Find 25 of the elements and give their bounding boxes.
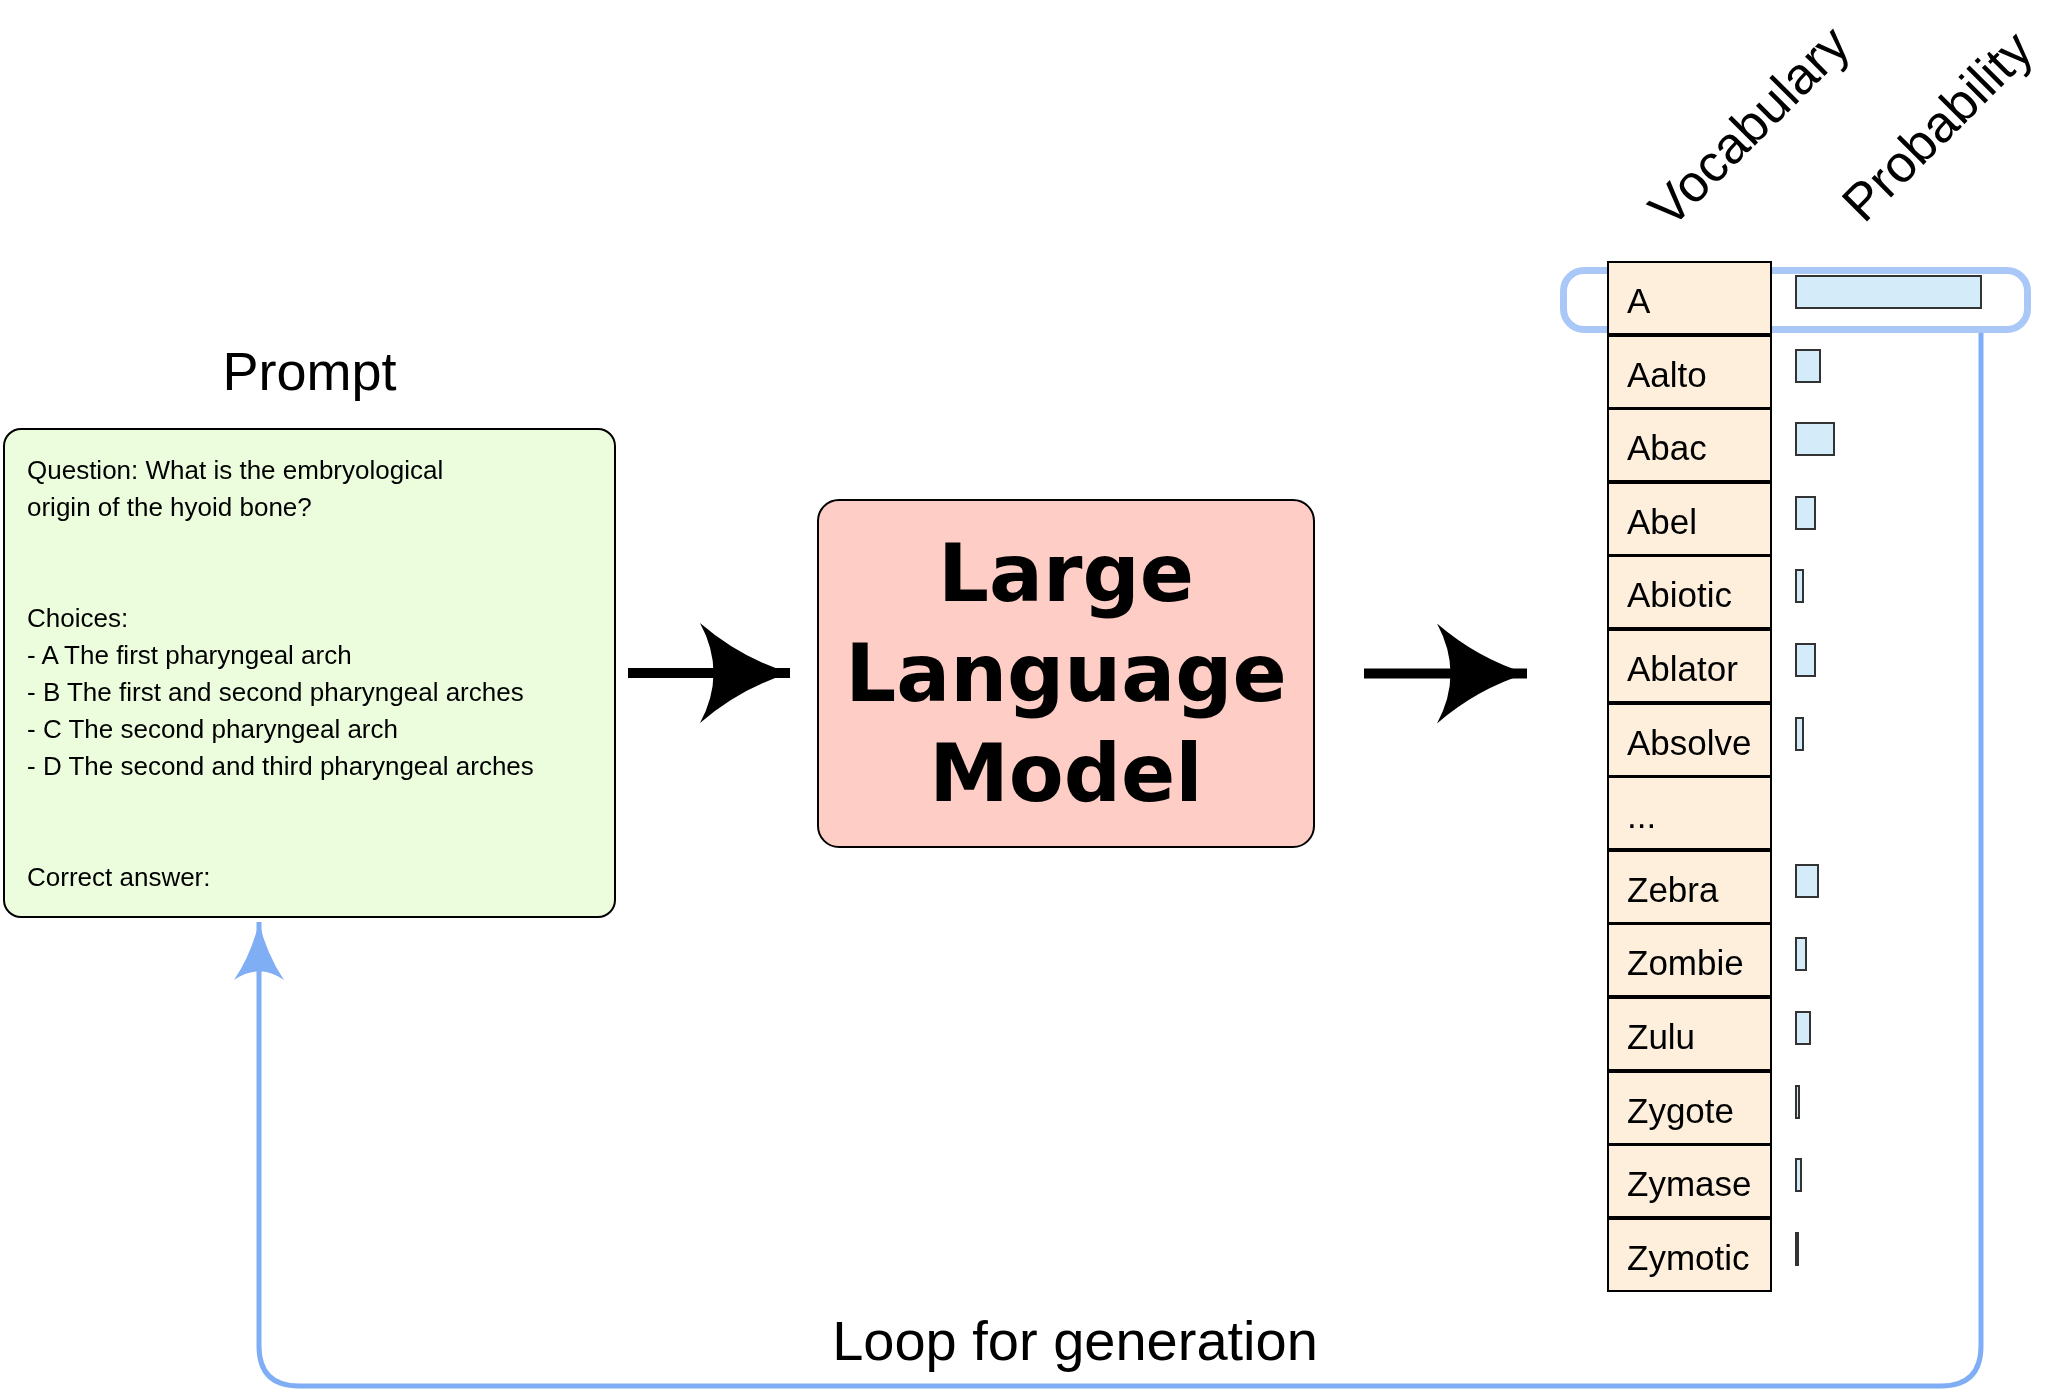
table-cell: Zombie	[1607, 923, 1772, 998]
table-cell: Absolve	[1607, 702, 1772, 777]
table-cell: ...	[1607, 776, 1772, 851]
table-cell: Zymotic	[1607, 1217, 1772, 1292]
table-cell: Abel	[1607, 481, 1772, 556]
table-cell: Zygote	[1607, 1070, 1772, 1145]
prompt-text: - A The first pharyngeal arch	[27, 639, 353, 672]
table-cell: Zulu	[1607, 997, 1772, 1071]
prompt-text: Correct answer:	[27, 861, 212, 894]
table-cell: Zebra	[1607, 849, 1772, 924]
table-cell: Abac	[1607, 408, 1772, 483]
prompt-text: - C The second pharyngeal arch	[27, 713, 399, 746]
prompt-text: - B The first and second pharyngeal arches	[27, 676, 525, 709]
probability-bar	[1795, 275, 1982, 309]
model-title: Large Language Model	[844, 525, 1288, 822]
model-box	[817, 499, 1315, 848]
prompt-text: Question: What is the embryological origin of the hyoid bone?	[27, 454, 445, 524]
table-cell: Zymase	[1607, 1144, 1772, 1219]
table-cell: A	[1607, 261, 1772, 335]
table-cell: Abiotic	[1607, 555, 1772, 630]
prompt-text: Choices:	[27, 602, 130, 635]
table-cell: Ablator	[1607, 629, 1772, 703]
table-cell: Aalto	[1607, 334, 1772, 409]
prompt-text: - D The second and third pharyngeal arches	[27, 750, 535, 783]
prompt-heading: Prompt	[222, 340, 397, 402]
